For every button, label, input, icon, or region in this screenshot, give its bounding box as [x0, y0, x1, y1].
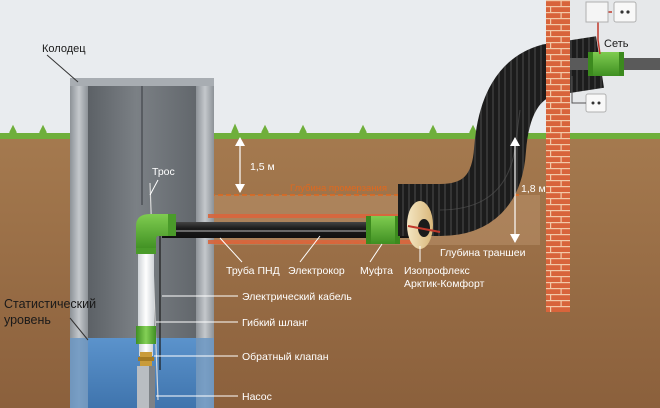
- water-outer-right: [196, 338, 214, 408]
- electric-cable-label: Электрический кабель: [242, 291, 352, 303]
- socket-bottom-pin-2: [597, 101, 601, 105]
- check-valve-band: [138, 357, 154, 361]
- house-inlet-ring-2: [619, 52, 624, 76]
- check-valve-label: Обратный клапан: [242, 351, 329, 363]
- socket-top-pin-1: [620, 10, 624, 14]
- socket-bottom: [585, 93, 607, 113]
- well-ring-right: [196, 80, 214, 408]
- flexible-hose: [138, 254, 154, 328]
- leader-lines: [46, 54, 421, 397]
- static-level-label-line2: уровень: [4, 313, 51, 327]
- pnd-pipe-label: Труба ПНД: [226, 265, 280, 277]
- brick-wall: [546, 0, 570, 312]
- pnd-pipe: [162, 222, 422, 238]
- elbow-fitting: [136, 214, 170, 250]
- dim-15-arrow-bottom: [235, 184, 245, 193]
- dim-18-arrow-bottom: [510, 234, 520, 243]
- freezing-depth-label: Глубина промерзания: [290, 183, 387, 194]
- elbow-fitting-ring: [168, 214, 176, 236]
- rope-label: Трос: [152, 166, 175, 178]
- heating-cable-end: [407, 225, 441, 233]
- dim-18-label: 1,8 м: [521, 183, 546, 195]
- network-label: Сеть: [604, 38, 629, 50]
- trench-depth-label: Глубина траншеи: [440, 247, 526, 259]
- dim-18-arrow-top: [510, 137, 520, 146]
- coupling-ring-right: [395, 216, 400, 244]
- pump-label: Насос: [242, 391, 272, 403]
- house-inlet-coupling: [588, 52, 624, 76]
- static-level-label-line1: Статистический: [4, 297, 96, 311]
- grass-tufts: [9, 123, 477, 134]
- socket-top: [613, 1, 637, 23]
- coupling-ring-left: [366, 216, 371, 244]
- power-wire: [597, 22, 601, 55]
- flexible-hose-label: Гибкий шланг: [242, 317, 308, 329]
- water-outer-left: [70, 338, 88, 408]
- electrocore-label: Электрокор: [288, 265, 345, 277]
- arctic-comfort-label: Арктик-Комфорт: [404, 278, 485, 290]
- socket-wire: [571, 76, 586, 104]
- coupling-label: Муфта: [360, 265, 393, 277]
- well-label: Колодец: [42, 43, 86, 55]
- dim-15-arrow-top: [235, 137, 245, 146]
- junction-box: [585, 1, 609, 23]
- well-ring-left: [70, 80, 88, 408]
- well-cap: [70, 78, 214, 86]
- house-inlet-ring: [588, 52, 593, 76]
- izoproflex-shell-top: [208, 214, 423, 218]
- dim-15-label: 1,5 м: [250, 161, 275, 173]
- izoproflex-riser: [398, 36, 604, 236]
- socket-top-pin-2: [626, 10, 630, 14]
- pump-shade: [149, 366, 155, 408]
- elbow-fitting-ring-low: [136, 248, 156, 254]
- coupling: [366, 216, 400, 244]
- izoproflex-label: Изопрофлекс: [404, 265, 470, 277]
- socket-bottom-pin-1: [591, 101, 595, 105]
- hose-coupling: [136, 326, 156, 344]
